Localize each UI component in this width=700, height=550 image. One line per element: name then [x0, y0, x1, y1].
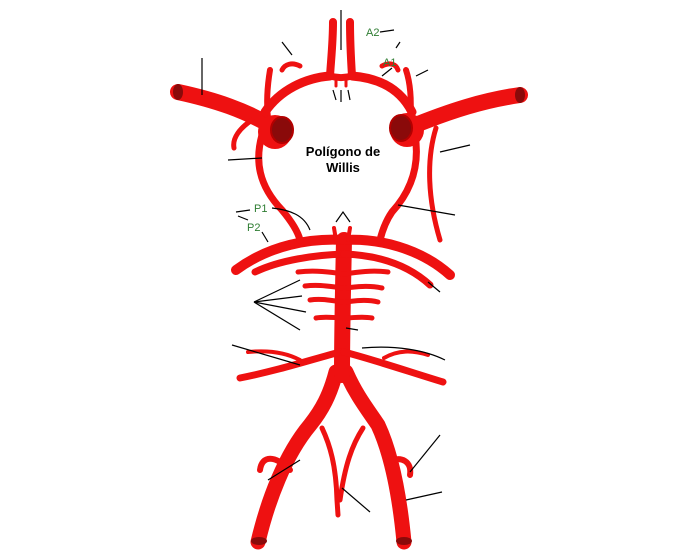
leader-right-pcomm	[397, 204, 456, 216]
leader-right-upper	[415, 69, 429, 77]
leader-right-vertebral-upper	[409, 434, 441, 473]
label-p2: P2	[247, 222, 260, 234]
leader-a1	[381, 67, 393, 77]
leader-pontine-4	[253, 301, 301, 331]
left-internal-carotid-cut	[258, 115, 294, 149]
right-anterior-cerebral-a1	[347, 71, 417, 117]
right-posterior-cerebral-artery	[339, 234, 455, 280]
leader-right-choroidal	[439, 144, 471, 153]
left-aica	[236, 348, 344, 382]
left-striate-branch	[279, 61, 303, 73]
diagram-title-line-1: Polígono de	[306, 144, 380, 159]
pontine-artery-4	[313, 314, 375, 321]
leader-acomm-stub-1	[332, 89, 337, 101]
left-pica	[257, 455, 293, 473]
pontine-artery-2	[302, 282, 385, 291]
right-superior-cerebellar-artery	[340, 250, 434, 289]
leader-left-aica	[231, 344, 301, 366]
leader-pontine-2	[253, 295, 303, 303]
right-middle-cerebral-artery	[400, 87, 528, 136]
leader-thalamo	[335, 210, 351, 223]
leader-right-aica	[361, 346, 446, 361]
left-superior-cerebellar-artery	[251, 250, 348, 276]
left-anterior-cerebral-a1	[260, 71, 335, 117]
leader-spinal	[341, 487, 371, 513]
leader-left-choroidal	[227, 157, 263, 161]
right-ophthalmic-artery	[427, 125, 443, 243]
right-aica-small	[382, 349, 430, 360]
left-posterior-communicating-artery	[255, 131, 304, 244]
left-vertebral-artery	[250, 364, 344, 550]
anterior-spinal-artery	[319, 425, 366, 518]
leader-pontine-1	[253, 279, 301, 303]
left-vertebral-cut-end	[251, 537, 267, 545]
pontine-artery-3	[307, 296, 381, 305]
pontine-artery-1	[295, 268, 391, 277]
leader-p2	[261, 231, 269, 243]
leader-a1-upper	[395, 41, 401, 49]
left-internal-carotid-opening	[270, 116, 294, 144]
leader-left-pica	[267, 459, 301, 481]
left-thalamoperforator	[332, 226, 338, 242]
left-anterior-cerebral-a2	[326, 18, 337, 80]
leader-a2	[379, 29, 395, 33]
leader-basilar	[345, 327, 359, 331]
leader-acomm-stub-3	[347, 89, 351, 101]
right-anterior-cerebral-a2	[346, 18, 356, 80]
label-a2: A2	[366, 27, 379, 39]
diagram-title-line-2: Willis	[326, 160, 360, 175]
left-anterior-choroidal-artery	[231, 117, 255, 151]
label-a1: A1	[383, 57, 396, 69]
leader-p1-tick	[235, 209, 251, 213]
left-middle-cerebral-artery	[170, 84, 283, 136]
leader-p2-tick	[237, 215, 249, 221]
leader-right-vertebral	[405, 491, 443, 501]
label-p1: P1	[254, 203, 267, 215]
leader-lines	[201, 10, 471, 513]
leader-p1	[271, 207, 311, 231]
right-internal-carotid-opening	[389, 114, 413, 142]
leader-right-sca	[427, 281, 441, 293]
leader-pontine-3	[253, 301, 307, 313]
right-vertebral-artery	[338, 364, 412, 550]
right-internal-carotid-cut	[389, 113, 424, 147]
right-posterior-communicating-artery	[376, 131, 420, 244]
right-vertebral-cut-end	[396, 537, 412, 545]
artery-network	[170, 18, 528, 550]
right-thalamoperforator	[346, 226, 352, 242]
right-aica	[340, 348, 447, 386]
right-striate-branch	[379, 61, 401, 73]
left-mca-cut-end	[173, 84, 183, 100]
leader-left-recurrent	[281, 41, 293, 56]
right-mca-cut-end	[515, 87, 525, 103]
left-posterior-cerebral-artery	[231, 234, 349, 275]
